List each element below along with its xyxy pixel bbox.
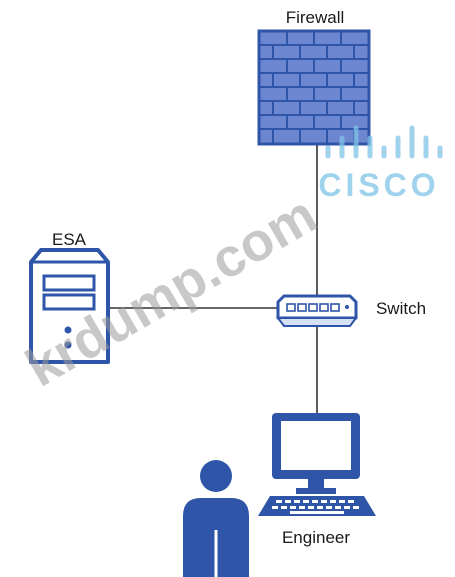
- keyboard-icon: [258, 496, 376, 516]
- firewall-label: Firewall: [286, 8, 345, 27]
- server-icon: [29, 248, 110, 364]
- switch-label: Switch: [376, 299, 426, 318]
- person-icon: [183, 460, 249, 577]
- cisco-logo-text: CISCO: [318, 167, 439, 203]
- cisco-logo: CISCO: [318, 125, 443, 203]
- switch-icon: [276, 294, 358, 327]
- engineer-label: Engineer: [282, 528, 350, 547]
- firewall-node[interactable]: Firewall: [257, 8, 371, 146]
- engineer-node[interactable]: Engineer: [183, 413, 376, 577]
- monitor-icon: [272, 413, 360, 494]
- cisco-bars-icon: [325, 125, 443, 159]
- esa-node[interactable]: ESA: [29, 230, 110, 364]
- switch-node[interactable]: Switch: [276, 294, 426, 327]
- esa-label: ESA: [52, 230, 87, 249]
- firewall-icon: [257, 29, 371, 146]
